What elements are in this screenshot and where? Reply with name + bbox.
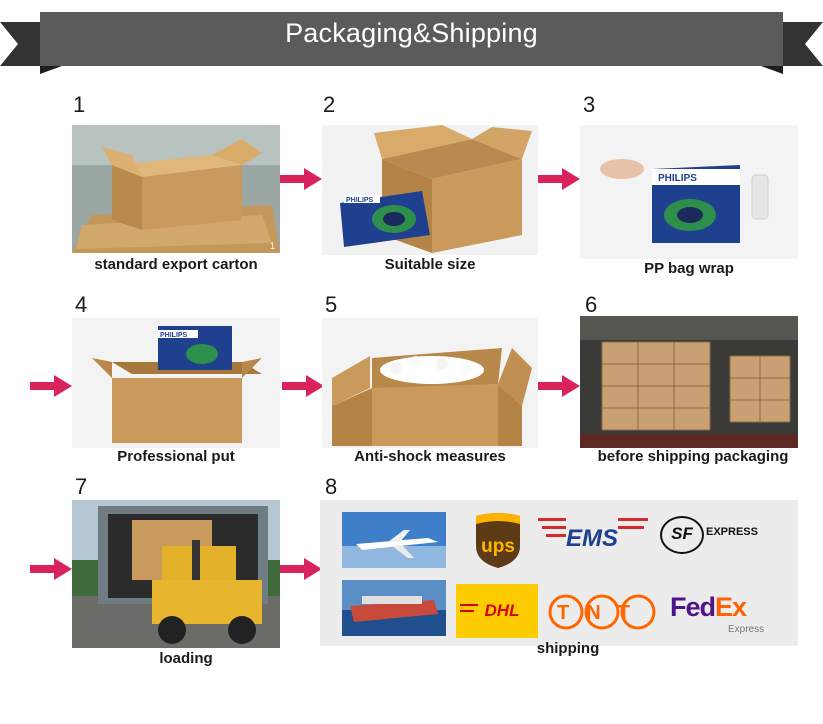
dhl-logo: DHL: [456, 584, 538, 638]
air-freight-photo: [342, 512, 446, 568]
caption-shipping: shipping: [536, 640, 600, 657]
arrow-right-icon: [30, 375, 72, 397]
ems-label: EMS: [566, 525, 618, 552]
sea-freight-photo: [342, 580, 446, 636]
page-title: Packaging&Shipping: [285, 18, 538, 48]
sf-logo-circle: SF: [660, 516, 704, 554]
sf-label: SF: [671, 524, 693, 543]
photo-pp-bag-wrap: PHILIPS: [580, 125, 798, 259]
fedex-ex-text: Ex: [715, 592, 747, 622]
step-number-7: 7: [75, 474, 88, 499]
step-number-4: 4: [75, 292, 88, 317]
photo-suitable-size: PHILIPS: [322, 125, 538, 255]
photo-loading: [72, 500, 280, 648]
arrow-right-icon: [538, 168, 580, 190]
caption-before-shipping-packaging: before shipping packaging: [597, 448, 789, 465]
caption-anti-shock-measures: Anti-shock measures: [354, 448, 506, 465]
caption-loading: loading: [159, 650, 213, 667]
fedex-express-text: Express: [728, 624, 765, 635]
fedex-fed-text: Fed: [670, 592, 716, 622]
caption-pp-bag-wrap: PP bag wrap: [644, 260, 734, 277]
header-banner: Packaging&Shipping: [0, 0, 823, 80]
ribbon-banner-shape: [0, 12, 823, 74]
dhl-label: DHL: [485, 601, 520, 620]
tnt-label: TNT: [557, 602, 647, 624]
fedex-logo: FedEx: [670, 592, 747, 623]
arrow-right-icon: [282, 375, 324, 397]
box-brand-label: PHILIPS: [346, 197, 374, 204]
step-number-6: 6: [585, 292, 598, 317]
ups-logo: ups: [476, 513, 520, 568]
photo-anti-shock-measures: [322, 318, 538, 448]
shipping-carriers-panel: ups EMS SF EXPRESS DHL TNT FedEx Express: [320, 500, 798, 646]
ups-label: ups: [481, 536, 515, 557]
box-brand-label: PHILIPS: [658, 173, 697, 184]
box-brand-label: PHILIPS: [160, 332, 188, 339]
photo-corner-mark: 1: [270, 241, 275, 251]
step-number-8: 8: [325, 474, 338, 499]
tnt-logo: TNT: [548, 594, 656, 630]
step-number-2: 2: [323, 92, 336, 117]
arrow-right-icon: [280, 168, 322, 190]
photo-professional-put: PHILIPS: [72, 318, 280, 448]
step-number-5: 5: [325, 292, 338, 317]
step-number-3: 3: [583, 92, 596, 117]
arrow-right-icon: [280, 558, 322, 580]
photo-before-shipping-packaging: [580, 316, 798, 448]
step-number-1: 1: [73, 92, 86, 117]
caption-standard-export-carton: standard export carton: [94, 256, 258, 273]
caption-suitable-size: Suitable size: [384, 256, 476, 273]
arrow-right-icon: [538, 375, 580, 397]
ems-logo: EMS: [538, 518, 648, 552]
photo-standard-export-carton: 1: [72, 125, 280, 253]
sf-express-label: EXPRESS: [706, 526, 758, 538]
arrow-right-icon: [30, 558, 72, 580]
caption-professional-put: Professional put: [117, 448, 235, 465]
